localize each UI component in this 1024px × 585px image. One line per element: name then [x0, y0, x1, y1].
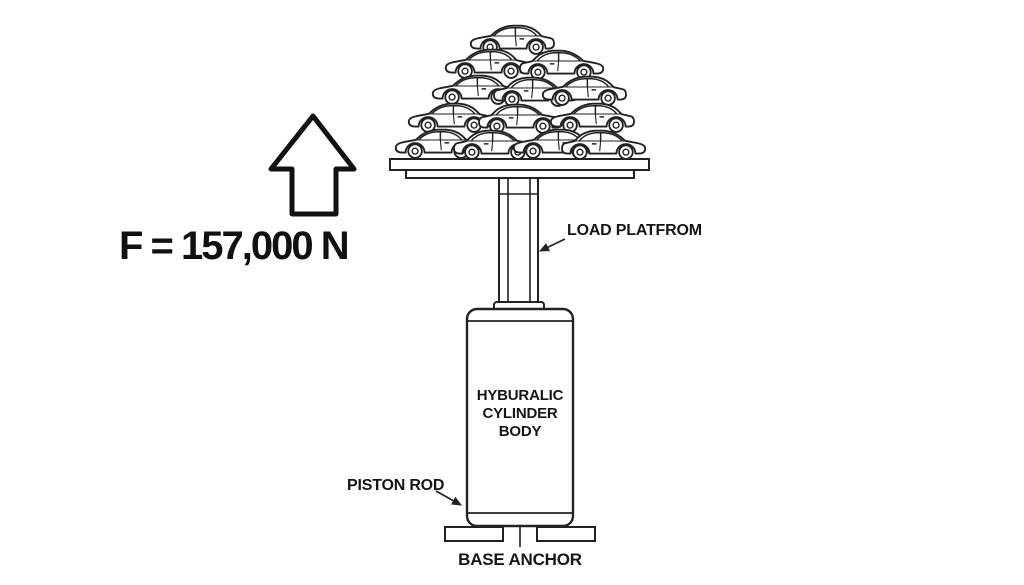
- base-anchor-drawing: [444, 526, 596, 547]
- load-platform-drawing: [389, 158, 650, 179]
- cylinder-label-line1: HYBURALIC: [476, 387, 564, 404]
- force-up-arrow-icon: [268, 113, 357, 217]
- car-stack: [394, 24, 647, 160]
- car-outline: [519, 49, 605, 80]
- piston-rod-drawing: [493, 177, 545, 312]
- car-outline: [478, 103, 564, 134]
- load-platform-leader-arrow-icon: [539, 238, 566, 252]
- cylinder-label-line3: BODY: [498, 423, 542, 440]
- car-outline: [541, 75, 627, 106]
- car-outline: [444, 48, 530, 79]
- piston-rod-label: PISTON ROD: [347, 477, 445, 494]
- hydraulic-cylinder-label: HYBURALIC CYLINDER BODY: [467, 387, 573, 441]
- car-outline: [549, 102, 635, 133]
- cylinder-label-line2: CYLINDER: [482, 405, 558, 422]
- force-value-label: F = 157,000 N: [119, 224, 350, 268]
- base-anchor-label: BASE ANCHOR: [458, 550, 582, 569]
- piston-rod-leader-arrow-icon: [435, 490, 462, 506]
- load-platform-label: LOAD PLATFROM: [567, 222, 702, 239]
